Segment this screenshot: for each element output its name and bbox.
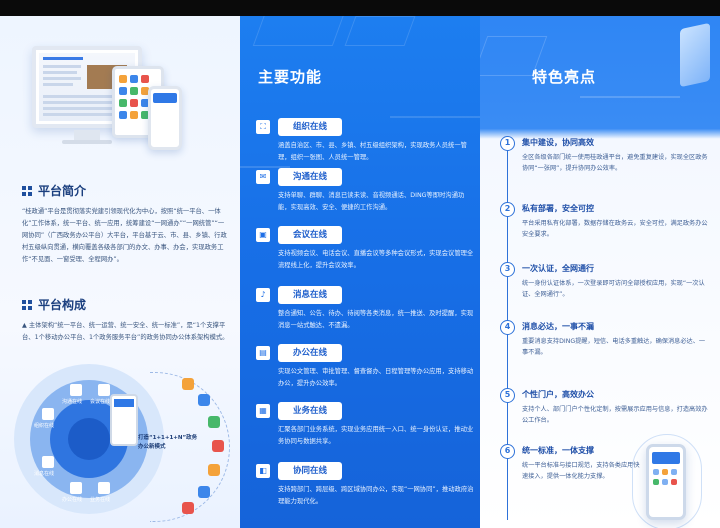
feature-desc: 汇聚各部门业务系统，实现业务应用统一入口、统一身份认证，推动业务协同与数据共享。 bbox=[278, 426, 474, 445]
phone-illustration bbox=[646, 444, 686, 520]
brand-logo-mark bbox=[680, 22, 710, 88]
meeting-icon: ▣ bbox=[256, 228, 270, 242]
feature-label: 消息在线 bbox=[278, 286, 342, 304]
app-icon bbox=[182, 378, 194, 390]
ring-label: 消息在线 bbox=[34, 471, 55, 477]
collaborate-icon: ◧ bbox=[256, 464, 270, 478]
app-icon bbox=[212, 440, 224, 452]
ring-label: 业务在线 bbox=[90, 497, 111, 503]
highlight-number: 2 bbox=[500, 202, 515, 217]
highlight-desc: 重要消息支持DING提醒，短信、电话多重触达，确保消息必达、一事不漏。 bbox=[522, 338, 706, 356]
highlight-title: 集中建设，协同高效 bbox=[522, 138, 594, 147]
ring-icon bbox=[42, 456, 54, 468]
ring-icon bbox=[42, 408, 54, 420]
ring-label: 沟通在线 bbox=[62, 399, 83, 405]
feature-desc: 支持视频会议、电话会议、直播会议等多种会议形式，实现会议管理全流程线上化，提升会… bbox=[278, 250, 474, 269]
highlight-title: 私有部署，安全可控 bbox=[522, 204, 594, 213]
phone-illustration bbox=[148, 86, 182, 150]
highlight-number: 6 bbox=[500, 444, 515, 459]
ring-icon bbox=[98, 482, 110, 494]
highlight-number: 1 bbox=[500, 136, 515, 151]
chat-icon: ✉ bbox=[256, 170, 270, 184]
structure-text: ▲ 主体架构“统一平台、统一运营、统一安全、统一标准”，是“1个支撑平台、1个移… bbox=[22, 322, 229, 341]
structure-title: 平台构成 bbox=[38, 298, 87, 312]
feature-desc: 支持跨部门、跨层级、跨区域协同办公，实现“一网协同”，推动政府治理能力现代化。 bbox=[278, 486, 474, 505]
ring-icon bbox=[70, 384, 82, 396]
bell-icon: ♪ bbox=[256, 288, 270, 302]
feature-collaborate: ◧ 协同在线 支持跨部门、跨层级、跨区域协同办公，实现“一网协同”，推动政府治理… bbox=[256, 462, 474, 520]
feature-label: 协同在线 bbox=[278, 462, 342, 480]
feature-office: ▤ 办公在线 实现公文管理、审批管理、督查督办、日程管理等办公应用，支持移动办公… bbox=[256, 344, 474, 402]
feature-label: 沟通在线 bbox=[278, 168, 342, 186]
grid-bullet-icon bbox=[22, 185, 32, 196]
feature-label: 办公在线 bbox=[278, 344, 342, 362]
ring-label: 组织在线 bbox=[34, 423, 55, 429]
feature-label: 业务在线 bbox=[278, 402, 342, 420]
intro-text: “桂政通”平台是贯彻落实党建引领现代化为中心，按照“统一平台、一体化”工作体系，… bbox=[22, 208, 227, 263]
highlight-title: 一次认证，全网通行 bbox=[522, 264, 594, 273]
highlight-item: 3 一次认证，全网通行 统一身份认证体系，一次登录即可访问全部授权应用，实现“一… bbox=[500, 262, 710, 318]
highlight-number: 5 bbox=[500, 388, 515, 403]
feature-label: 会议在线 bbox=[278, 226, 342, 244]
feature-label: 组织在线 bbox=[278, 118, 342, 136]
highlight-item: 1 集中建设，协同高效 全区各级各部门统一使用桂政通平台，避免重复建设，实现全区… bbox=[500, 136, 710, 196]
app-icon bbox=[198, 486, 210, 498]
feature-desc: 整合通知、公告、待办、待阅等各类消息，统一推送、及时提醒，实现消息一站式触达、不… bbox=[278, 310, 474, 329]
highlight-item: 5 个性门户，高效办公 支持个人、部门门户个性化定制，按需展示应用与信息，打造高… bbox=[500, 388, 710, 440]
highlight-desc: 全区各级各部门统一使用桂政通平台，避免重复建设，实现全区政务协同“一张网”，提升… bbox=[522, 154, 708, 172]
org-chart-icon: ⛶ bbox=[256, 120, 270, 134]
briefcase-icon: ▤ bbox=[256, 346, 270, 360]
ring-icon bbox=[98, 384, 110, 396]
feature-business: ▦ 业务在线 汇聚各部门业务系统，实现业务应用统一入口、统一身份认证，推动业务协… bbox=[256, 402, 474, 460]
ring-label: 办公在线 bbox=[62, 497, 83, 503]
ring-label: 会议在线 bbox=[90, 399, 111, 405]
feature-chat: ✉ 沟通在线 支持单聊、群聊、消息已读未读、音视频通话、DING等即时沟通功能，… bbox=[256, 168, 472, 226]
highlight-item: 6 统一标准，一体支撑 统一平台标准与接口规范，支持各类应用快速接入，提供一体化… bbox=[500, 444, 640, 520]
intro-title: 平台简介 bbox=[38, 184, 87, 198]
main-functions-title: 主要功能 bbox=[258, 68, 323, 86]
devices-illustration bbox=[28, 38, 198, 158]
feature-org: ⛶ 组织在线 涵盖自治区、市、县、乡镇、村五级组织架构，实现政务人员统一管理，组… bbox=[256, 118, 472, 176]
ring-icon bbox=[70, 482, 82, 494]
intro-heading: 平台简介 bbox=[22, 182, 86, 199]
highlight-desc: 平台采用私有化部署，数据存储在政务云，安全可控，满足政务办公安全要求。 bbox=[522, 220, 708, 238]
highlights-title: 特色亮点 bbox=[532, 68, 597, 86]
feature-meeting: ▣ 会议在线 支持视频会议、电话会议、直播会议等多种会议形式，实现会议管理全流程… bbox=[256, 226, 474, 284]
app-icon bbox=[208, 464, 220, 476]
structure-heading: 平台构成 bbox=[22, 296, 86, 313]
highlight-desc: 统一平台标准与接口规范，支持各类应用快速接入，提供一体化能力支撑。 bbox=[522, 462, 640, 480]
phone-illustration bbox=[110, 394, 138, 446]
grid-bullet-icon bbox=[22, 299, 32, 310]
feature-message: ♪ 消息在线 整合通知、公告、待办、待阅等各类消息，统一推送、及时提醒，实现消息… bbox=[256, 286, 474, 344]
top-strip bbox=[0, 0, 720, 16]
highlight-title: 个性门户，高效办公 bbox=[522, 390, 594, 399]
phone-ring-decoration bbox=[632, 434, 702, 528]
app-icon bbox=[182, 502, 194, 514]
platform-rings-diagram: 组织在线 沟通在线 会议在线 消息在线 办公在线 业务在线 打造“1+1+1+N… bbox=[12, 364, 232, 524]
highlight-desc: 统一身份认证体系，一次登录即可访问全部授权应用，实现“一次认证、全网通行”。 bbox=[522, 280, 705, 298]
right-panel: 特色亮点 1 集中建设，协同高效 全区各级各部门统一使用桂政通平台，避免重复建设… bbox=[480, 16, 720, 528]
feature-desc: 实现公文管理、审批管理、督查督办、日程管理等办公应用，支持移动办公，提升办公效率… bbox=[278, 368, 474, 387]
feature-desc: 支持单聊、群聊、消息已读未读、音视频通话、DING等即时沟通功能，实现高效、安全… bbox=[278, 192, 465, 211]
app-icon bbox=[198, 394, 210, 406]
feature-desc: 涵盖自治区、市、县、乡镇、村五级组织架构，实现政务人员统一管理，组织一张图、人员… bbox=[278, 142, 467, 161]
highlight-title: 消息必达，一事不漏 bbox=[522, 322, 594, 331]
app-icon bbox=[208, 416, 220, 428]
left-panel: 平台简介 “桂政通”平台是贯彻落实党建引领现代化为中心，按照“统一平台、一体化”… bbox=[0, 16, 240, 528]
highlight-item: 4 消息必达，一事不漏 重要消息支持DING提醒，短信、电话多重触达，确保消息必… bbox=[500, 320, 710, 382]
highlight-number: 3 bbox=[500, 262, 515, 277]
highlight-number: 4 bbox=[500, 320, 515, 335]
middle-panel: 主要功能 ⛶ 组织在线 涵盖自治区、市、县、乡镇、村五级组织架构，实现政务人员统… bbox=[240, 16, 480, 528]
grid-icon: ▦ bbox=[256, 404, 270, 418]
highlight-item: 2 私有部署，安全可控 平台采用私有化部署，数据存储在政务云，安全可控，满足政务… bbox=[500, 202, 710, 258]
highlight-title: 统一标准，一体支撑 bbox=[522, 446, 594, 455]
rings-caption: 打造“1+1+1+N”政务办公新模式 bbox=[138, 435, 198, 450]
highlight-desc: 支持个人、部门门户个性化定制，按需展示应用与信息，打造高效办公工作台。 bbox=[522, 406, 708, 424]
